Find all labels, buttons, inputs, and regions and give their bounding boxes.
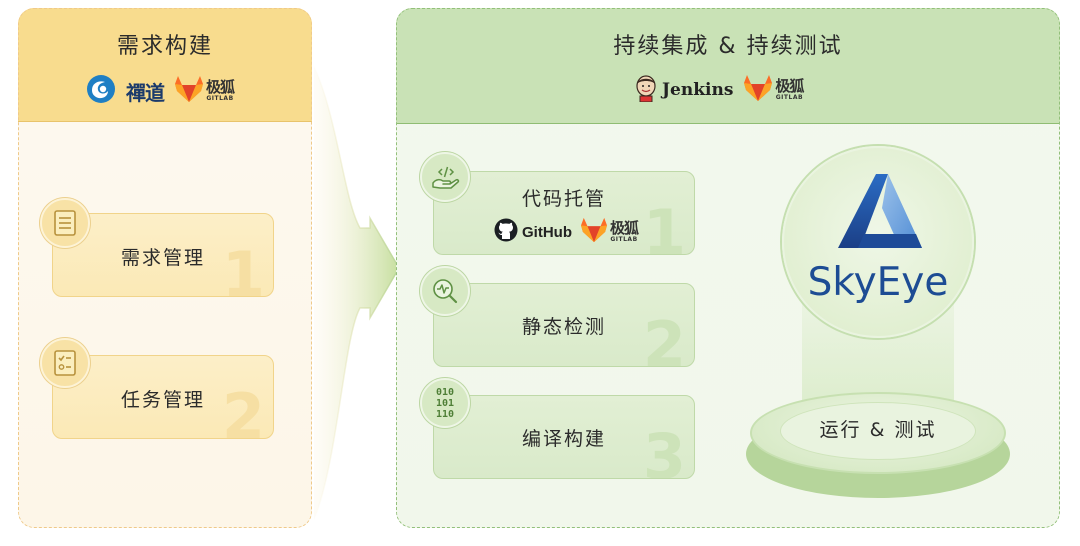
github-text: GitHub (522, 223, 572, 241)
static-analysis-card[interactable]: 2 静态检测 (433, 283, 695, 367)
flow-arrow-icon (300, 60, 400, 534)
jenkins-icon (634, 74, 658, 106)
skyeye-name: SkyEye (807, 260, 949, 305)
gitlab-cn-text: 极狐 (775, 77, 804, 95)
requirements-panel: 需求构建 禪道 (18, 8, 312, 528)
gitlab-en-text: GITLAB (775, 94, 804, 101)
card-label: 需求管理 (120, 247, 205, 269)
ci-ct-logos: Jenkins 极狐 GITLAB (634, 74, 804, 106)
gitlab-logo: 极狐 GITLAB (580, 217, 639, 247)
step-number: 3 (642, 420, 686, 479)
ci-ct-panel: 持续集成 & 持续测试 Jenkins (396, 8, 1060, 528)
binary-line: 110 (435, 408, 455, 420)
step-number: 2 (642, 308, 686, 367)
step-number: 1 (642, 196, 686, 255)
skyeye-logo: SkyEye (782, 146, 974, 338)
magnifier-pulse-icon (420, 266, 470, 316)
chandao-logo-text: 禪道 (126, 80, 165, 105)
code-hosting-card[interactable]: 1 代码托管 GitHub (433, 171, 695, 255)
card-label: 代码托管 (521, 188, 606, 210)
step-number: 1 (221, 238, 265, 297)
fox-icon (580, 217, 608, 247)
platform-inner (780, 402, 976, 460)
document-icon (40, 198, 90, 248)
run-test-label: 运行 & 测试 (819, 419, 937, 441)
gitlab-cn-text: 极狐 (206, 78, 235, 96)
code-hand-icon (420, 152, 470, 202)
jenkins-text: Jenkins (662, 80, 734, 100)
compile-build-card[interactable]: 3 编译构建 (433, 395, 695, 479)
ci-ct-header: 持续集成 & 持续测试 Jenkins (396, 8, 1060, 124)
code-hosting-logos: GitHub 极狐 GITLAB (494, 217, 639, 247)
gitlab-logo: 极狐 GITLAB (743, 74, 804, 106)
binary-line: 101 (435, 397, 455, 409)
ci-ct-title: 持续集成 & 持续测试 (613, 34, 843, 59)
gitlab-cn-text: 极狐 (610, 219, 639, 237)
github-icon (494, 218, 518, 246)
binary-line: 010 (435, 386, 455, 398)
chandao-logo-icon (86, 74, 116, 108)
github-logo: GitHub (494, 218, 572, 246)
gitlab-en-text: GITLAB (610, 236, 638, 243)
gitlab-en-text: GITLAB (206, 95, 234, 102)
requirements-logos: 禪道 极狐 GITLAB (86, 74, 235, 108)
checklist-icon (40, 338, 90, 388)
jenkins-logo: Jenkins (634, 74, 733, 106)
requirements-header: 需求构建 禪道 (18, 8, 312, 122)
gitlab-logo: 极狐 GITLAB (174, 75, 235, 107)
card-label: 静态检测 (521, 316, 606, 338)
card-label: 任务管理 (120, 389, 205, 411)
binary-icon: 010 101 110 (420, 378, 470, 428)
step-number: 2 (221, 380, 265, 439)
fox-icon (743, 74, 773, 106)
card-label: 编译构建 (521, 428, 606, 450)
requirements-title: 需求构建 (116, 34, 213, 59)
fox-icon (174, 75, 204, 107)
skyeye-triangle-icon (836, 172, 924, 254)
